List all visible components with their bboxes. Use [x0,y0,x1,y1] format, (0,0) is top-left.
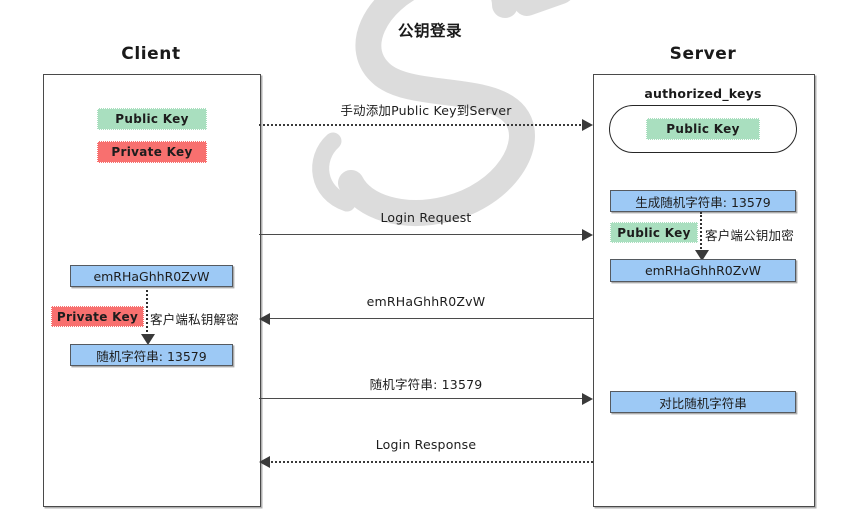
server-encrypt-note: 客户端公钥加密 [705,228,794,243]
server-compare-box: 对比随机字符串 [610,391,796,413]
message-label: 随机字符串: 13579 [369,377,483,392]
page-title: 公钥登录 [397,22,462,40]
server-public-key-note-chip: Public Key [610,222,698,243]
arrow-head-right [582,393,593,405]
client-title: Client [121,44,181,64]
client-decrypt-note: 客户端私钥解密 [150,312,239,327]
arrow-line [259,124,585,126]
client-private-key-chip: Private Key [97,141,207,163]
arrow-line [259,398,585,399]
arrow-head-right [582,229,593,241]
client-decrypted-string-box: 随机字符串: 13579 [70,344,233,366]
message-label: Login Response [375,437,477,452]
message-label: Login Request [380,210,472,225]
arrow-head-left [259,313,270,325]
arrow-head-left [259,456,270,468]
arrow-line [267,461,593,463]
client-public-key-chip: Public Key [97,108,207,130]
message-label: 手动添加Public Key到Server [340,103,512,118]
arrow-head-right [582,119,593,131]
server-stored-public-key-chip: Public Key [646,118,760,140]
server-encrypted-string-box: emRHaGhhR0ZvW [610,259,796,282]
client-lifeline [43,74,261,507]
client-encrypted-string-box: emRHaGhhR0ZvW [70,265,233,287]
arrow-line [267,318,593,319]
server-generate-random-box: 生成随机字符串: 13579 [610,190,796,212]
server-title: Server [669,44,737,64]
authorized-keys-label: authorized_keys [644,86,762,101]
message-label: emRHaGhhR0ZvW [366,294,486,309]
client-private-key-note-chip: Private Key [51,306,144,327]
arrow-line [259,234,585,235]
